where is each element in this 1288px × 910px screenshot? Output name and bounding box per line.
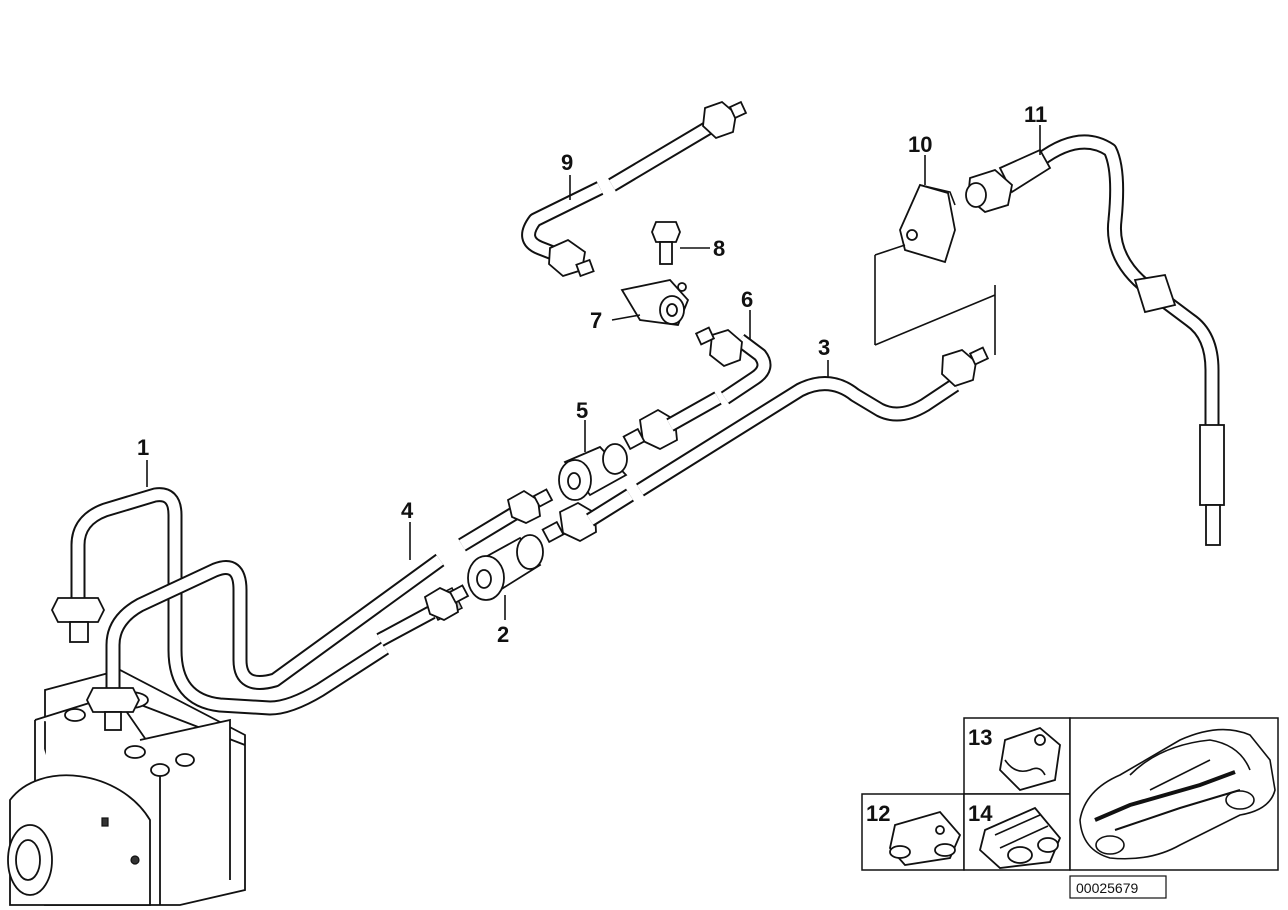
brake-pipe-6 <box>694 326 772 405</box>
brake-pipe-4 <box>376 488 554 647</box>
callout-5: 5 <box>576 398 588 423</box>
clip-14 <box>978 806 1062 869</box>
callout-1: 1 <box>137 435 149 460</box>
connector-2 <box>467 534 544 601</box>
diagram-number-box: 00025679 <box>1069 875 1167 899</box>
connector-5 <box>558 443 628 501</box>
callout-2: 2 <box>497 622 509 647</box>
callout-6: 6 <box>741 287 753 312</box>
callout-3: 3 <box>818 335 830 360</box>
brake-pipe-9 <box>521 100 748 278</box>
callout-9: 9 <box>561 150 573 175</box>
vehicle-location-sketch <box>1079 728 1276 860</box>
callout-4: 4 <box>401 498 414 523</box>
leader-lines <box>146 125 1041 620</box>
t-piece-7 <box>620 279 690 326</box>
diagram-number: 00025679 <box>1076 880 1139 896</box>
bolt-8 <box>651 221 681 265</box>
brake-pipe-3 <box>636 346 990 497</box>
callout-7: 7 <box>590 308 602 333</box>
callout-12: 12 <box>866 801 890 826</box>
callout-8: 8 <box>713 236 725 261</box>
brake-pipe-1 <box>50 487 445 731</box>
brake-hose-11 <box>965 134 1225 546</box>
callout-labels: 1 2 3 4 5 6 7 8 9 10 11 <box>137 102 1047 647</box>
callout-13: 13 <box>968 725 992 750</box>
clip-13 <box>999 726 1061 792</box>
bracket-10 <box>874 183 996 355</box>
callout-10: 10 <box>908 132 932 157</box>
callout-11: 11 <box>1024 102 1047 127</box>
pipe-fittings-mid <box>541 391 722 544</box>
clip-12 <box>889 810 962 866</box>
callout-14: 14 <box>968 801 993 826</box>
inset-panel: 13 12 14 <box>861 717 1279 871</box>
abs-hydraulic-unit <box>7 669 246 906</box>
